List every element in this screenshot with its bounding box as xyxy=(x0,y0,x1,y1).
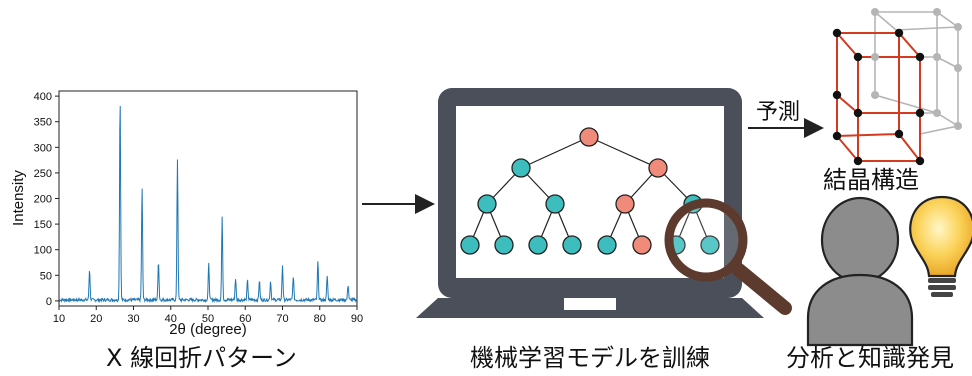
y-tick-label: 250 xyxy=(34,168,52,180)
tree-node xyxy=(615,194,635,214)
ml-caption: 機械学習モデルを訓練 xyxy=(470,344,710,372)
x-tick-label: 80 xyxy=(314,313,326,325)
xrd-caption: X 線回折パターン xyxy=(106,344,297,372)
tree-node xyxy=(562,235,582,255)
tree-node xyxy=(494,235,514,255)
x-axis-label: 2θ (degree) xyxy=(169,321,247,338)
y-axis-ticks: 0 50 100 150 200 250 300 350 400 xyxy=(34,91,59,308)
tree-edge xyxy=(588,136,659,169)
tree-node xyxy=(460,235,480,255)
crystal-structure-icon xyxy=(832,8,962,166)
crystal-caption: 結晶構造 xyxy=(823,166,919,194)
y-tick-label: 200 xyxy=(34,194,52,206)
y-tick-label: 400 xyxy=(34,91,52,103)
tree-node xyxy=(545,194,565,214)
x-tick-label: 50 xyxy=(202,313,214,325)
person-icon xyxy=(806,196,914,347)
laptop-trackpad xyxy=(564,298,616,310)
x-tick-label: 10 xyxy=(53,313,65,325)
y-tick-label: 150 xyxy=(34,219,52,231)
y-tick-label: 50 xyxy=(40,270,52,282)
x-tick-label: 20 xyxy=(90,313,102,325)
analysis-caption: 分析と知識発見 xyxy=(786,344,954,372)
magnifier-icon xyxy=(664,198,792,315)
y-tick-label: 100 xyxy=(34,245,52,257)
tree-node xyxy=(477,194,497,214)
tree-node xyxy=(700,235,720,255)
laptop-icon xyxy=(416,88,764,318)
x-tick-label: 30 xyxy=(127,313,139,325)
tree-node xyxy=(632,235,652,255)
tree-node xyxy=(648,158,668,178)
lightbulb-icon xyxy=(909,195,972,297)
xrd-pattern-chart: 0 50 100 150 200 250 300 350 400 10 20 30 40 50 60 70 8… xyxy=(10,90,363,338)
x-axis-ticks: 10 20 30 40 50 60 70 80 90 xyxy=(53,306,363,325)
x-tick-label: 70 xyxy=(276,313,288,325)
tree-node xyxy=(511,158,531,178)
tree-node xyxy=(528,235,548,255)
y-tick-label: 350 xyxy=(34,117,52,129)
tree-edge xyxy=(520,136,590,169)
x-tick-label: 60 xyxy=(239,313,251,325)
predict-label: 予測 xyxy=(756,100,801,125)
tree-node xyxy=(579,127,599,147)
xrd-spectrum-line xyxy=(58,105,358,304)
tree-node xyxy=(597,235,617,255)
y-tick-label: 300 xyxy=(34,142,52,154)
x-tick-label: 40 xyxy=(165,313,177,325)
y-tick-label: 0 xyxy=(46,296,52,308)
y-axis-label: Intensity xyxy=(10,170,27,226)
x-tick-label: 90 xyxy=(351,313,363,325)
